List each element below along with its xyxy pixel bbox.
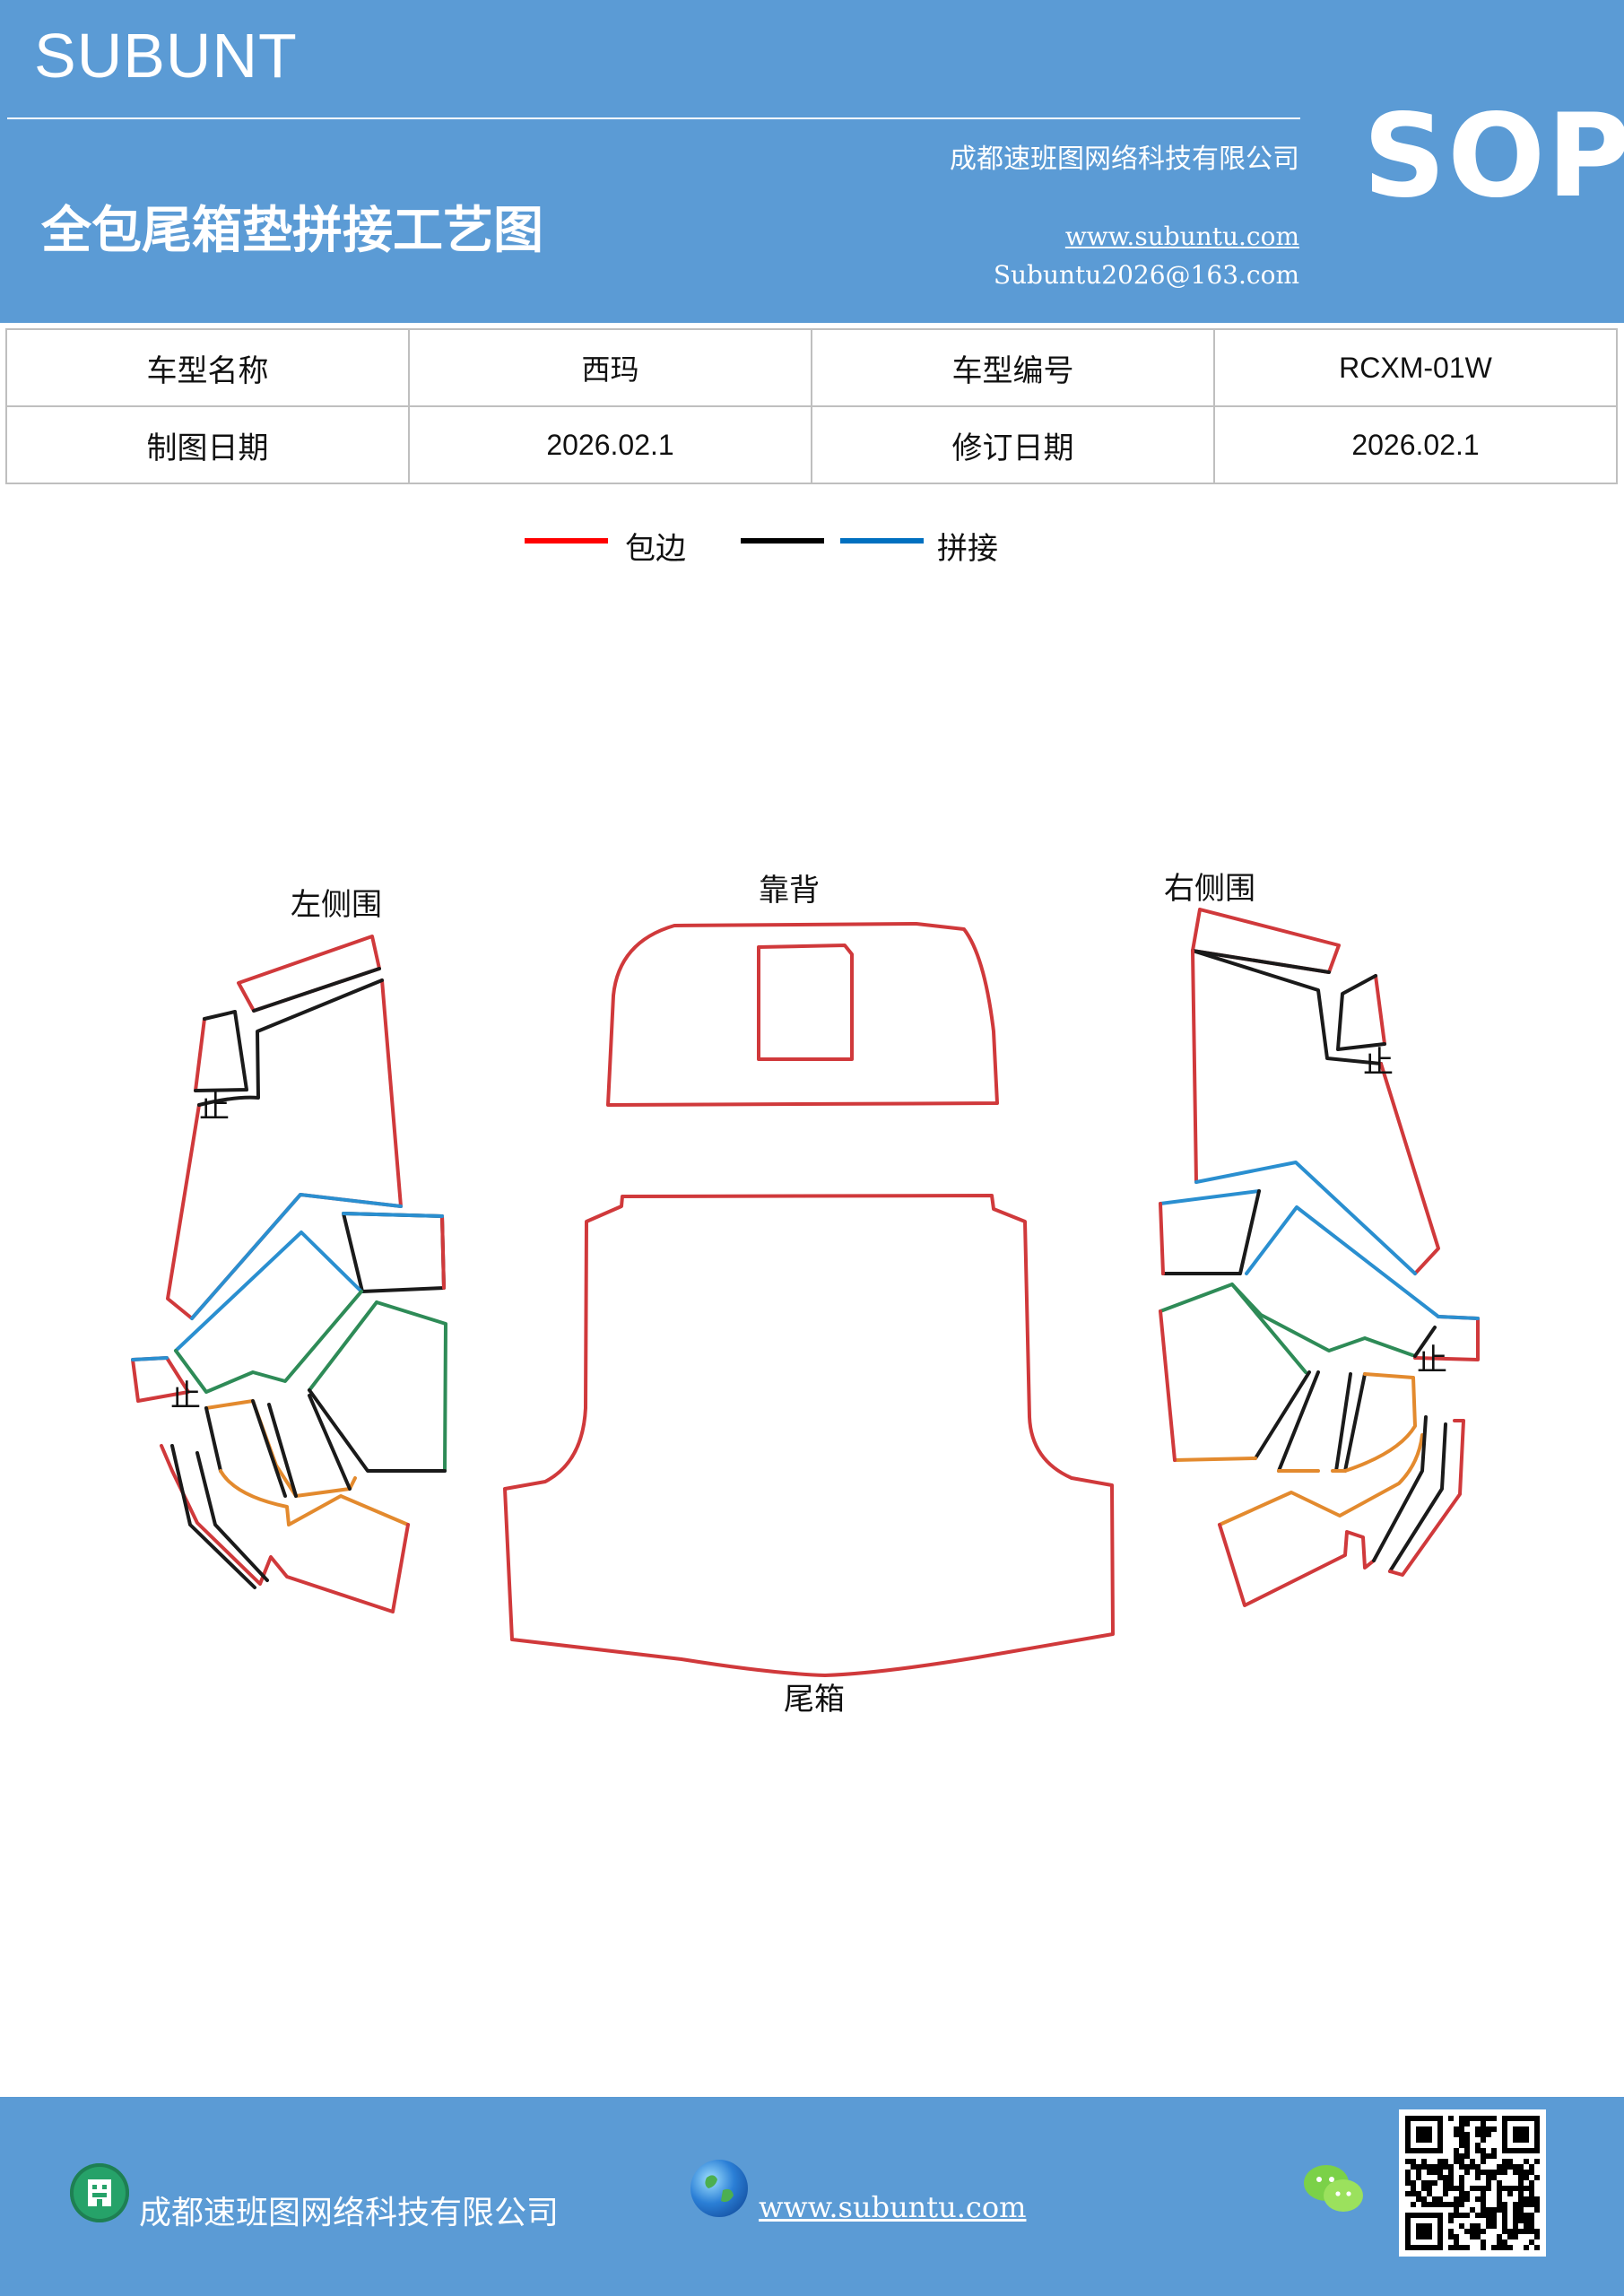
trunk-outline — [503, 1194, 1115, 1677]
website-link[interactable]: www.subuntu.com — [1064, 222, 1299, 251]
right-small-piece — [1374, 974, 1386, 1046]
right-blue-seam — [1194, 1161, 1417, 1275]
header-divider — [7, 117, 1300, 119]
legend: 包边 拼接 — [525, 527, 1027, 572]
left-lower-edge — [160, 1444, 410, 1613]
stop-mark: 止 — [199, 1090, 230, 1126]
left-green-seam-3 — [308, 1300, 378, 1392]
revision-date-label: 修订日期 — [811, 405, 1215, 484]
legend-swatch-binding — [525, 538, 608, 544]
building-icon — [70, 2163, 129, 2222]
backrest-label: 靠背 — [759, 873, 820, 909]
drawing-date-label: 制图日期 — [5, 405, 410, 484]
left-mid-piece — [342, 1212, 446, 1293]
right-lower-edge-2 — [1388, 1419, 1465, 1577]
brand-name: SUBUNT — [34, 21, 298, 91]
drawing-date-value: 2026.02.1 — [408, 405, 812, 484]
model-code-value: RCXM-01W — [1213, 328, 1618, 407]
right-lower-black — [1372, 1415, 1447, 1573]
right-orange-seam — [1173, 1372, 1417, 1473]
right-mid-blue — [1159, 1189, 1261, 1205]
globe-icon — [690, 2160, 748, 2217]
footer-website-link[interactable]: www.subuntu.com — [759, 2190, 1027, 2224]
page-title: 全包尾箱垫拼接工艺图 — [41, 201, 543, 260]
right-main-seam — [1191, 949, 1383, 1065]
left-lower-black — [170, 1444, 269, 1589]
backrest-cutout — [757, 944, 854, 1061]
left-mid-edge — [440, 1214, 446, 1290]
left-diag-piece-blue — [174, 1231, 363, 1352]
vehicle-info-table: 车型名称 西玛 车型编号 RCXM-01W 制图日期 2026.02.1 修订日… — [5, 328, 1618, 484]
footer-banner: 成都速班图网络科技有限公司 www.subuntu.com — [0, 2097, 1624, 2296]
right-mid-piece — [1161, 1189, 1261, 1275]
stop-mark: 止 — [1363, 1045, 1394, 1081]
stop-mark: 止 — [170, 1378, 201, 1414]
left-small-tab-blue — [131, 1356, 169, 1361]
model-name-value: 西玛 — [408, 328, 812, 407]
right-black-strips — [1254, 1326, 1437, 1473]
backrest-outline — [606, 922, 999, 1107]
left-side-label: 左侧围 — [291, 887, 382, 923]
left-black-fan — [308, 1388, 447, 1473]
legend-label-binding: 包边 — [625, 531, 686, 567]
stop-mark: 止 — [1417, 1343, 1447, 1378]
right-small-piece-seam — [1336, 974, 1386, 1051]
right-main-edge — [1191, 949, 1440, 1275]
company-name: 成都速班图网络科技有限公司 — [950, 144, 1299, 175]
legend-swatch-splice — [840, 538, 924, 544]
left-small-piece-seam — [194, 1010, 248, 1092]
right-side-label: 右侧围 — [1164, 871, 1255, 907]
sop-badge: SOP — [1363, 90, 1624, 223]
right-orange-lower — [1218, 1433, 1424, 1526]
left-mid-blue — [342, 1212, 444, 1218]
table-row: 制图日期 2026.02.1 修订日期 2026.02.1 — [5, 405, 1618, 484]
email-address: Subuntu2026@163.com — [993, 260, 1299, 290]
left-black-strips — [204, 1394, 352, 1498]
left-green-seam — [174, 1290, 363, 1394]
right-lower-edge — [1218, 1523, 1376, 1607]
revision-date-value: 2026.02.1 — [1213, 405, 1618, 484]
model-name-label: 车型名称 — [5, 328, 410, 407]
right-lower-left-edge — [1159, 1309, 1177, 1462]
model-code-label: 车型编号 — [811, 328, 1215, 407]
wechat-icon[interactable] — [1302, 2161, 1365, 2217]
left-top-seam — [252, 967, 381, 1013]
left-small-piece-edge — [194, 1017, 206, 1092]
right-green-seam-2 — [1230, 1283, 1307, 1374]
right-green-seam — [1159, 1283, 1417, 1358]
table-row: 车型名称 西玛 车型编号 RCXM-01W — [5, 328, 1618, 407]
footer-company-name: 成都速班图网络科技有限公司 — [139, 2195, 560, 2231]
qr-code[interactable] — [1399, 2109, 1546, 2257]
left-blue-seam — [190, 1193, 403, 1320]
left-green-seam-2 — [375, 1300, 447, 1473]
legend-label-splice: 拼接 — [937, 531, 998, 567]
right-diag-blue — [1245, 1205, 1440, 1318]
right-tab-blue — [1437, 1315, 1480, 1320]
trunk-label: 尾箱 — [784, 1682, 845, 1718]
right-top-seam — [1191, 949, 1331, 974]
legend-swatch-black — [741, 538, 824, 544]
left-top-strip — [237, 935, 381, 1013]
left-main-seam — [197, 978, 384, 1107]
left-orange-lower — [219, 1469, 410, 1526]
header-banner: SUBUNT SOP 成都速班图网络科技有限公司 全包尾箱垫拼接工艺图 www.… — [0, 0, 1624, 323]
right-mid-edge — [1159, 1202, 1165, 1275]
